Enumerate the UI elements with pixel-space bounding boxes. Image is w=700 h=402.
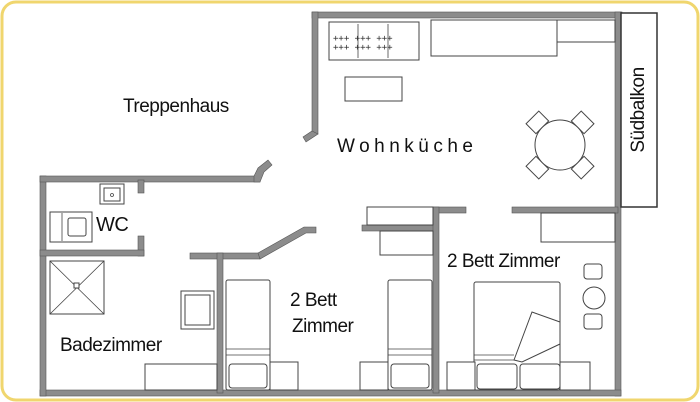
room-label-treppenhaus: Treppenhaus (123, 96, 229, 117)
wc-fixtures (49, 183, 125, 243)
walls (39, 11, 623, 397)
room-label-bedroom-1-line1: 2 Bett (290, 290, 337, 311)
kitchen-furniture: +++ +++ +++ +++ +++ +++ (328, 19, 616, 102)
stove-burners-icon: +++ +++ +++ +++ +++ +++ (333, 34, 393, 53)
room-label-wohnkueche: Wohnküche (337, 136, 478, 157)
bathroom-fixtures (49, 260, 218, 391)
svg-text:+++ +++ +++: +++ +++ +++ (333, 43, 393, 53)
room-label-bedroom-1-line2: Zimmer (292, 316, 354, 337)
bedroom-2-furniture (446, 212, 616, 391)
dining-table (525, 110, 595, 180)
room-label-badezimmer: Badezimmer (60, 335, 162, 356)
svg-text:+++ +++ +++: +++ +++ +++ (333, 34, 393, 44)
balcony (620, 12, 658, 208)
room-label-wc: WC (96, 214, 129, 236)
bedroom-1-furniture (225, 206, 434, 391)
room-label-suedbalkon: Südbalkon (628, 67, 649, 153)
room-label-bedroom-2: 2 Bett Zimmer (447, 251, 560, 272)
